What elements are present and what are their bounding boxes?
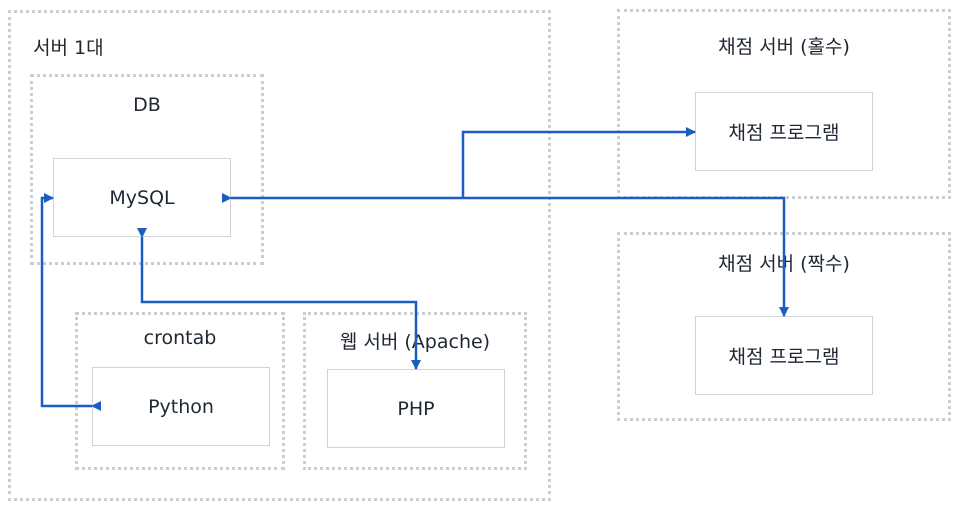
php-node[interactable]: PHP	[327, 369, 505, 448]
crontab-group-label: crontab	[143, 327, 217, 349]
grader-odd-group-label: 채점 서버 (홀수)	[718, 36, 850, 58]
grader-even-program-node[interactable]: 채점 프로그램	[695, 316, 873, 395]
server-group-label: 서버 1대	[33, 37, 104, 59]
web-server-group-label: 웹 서버 (Apache)	[339, 331, 491, 353]
python-node[interactable]: Python	[92, 367, 270, 446]
grader-even-group-label: 채점 서버 (짝수)	[718, 253, 850, 275]
db-group-label: DB	[133, 94, 161, 116]
mysql-node[interactable]: MySQL	[53, 158, 231, 237]
grader-odd-program-node[interactable]: 채점 프로그램	[695, 92, 873, 171]
